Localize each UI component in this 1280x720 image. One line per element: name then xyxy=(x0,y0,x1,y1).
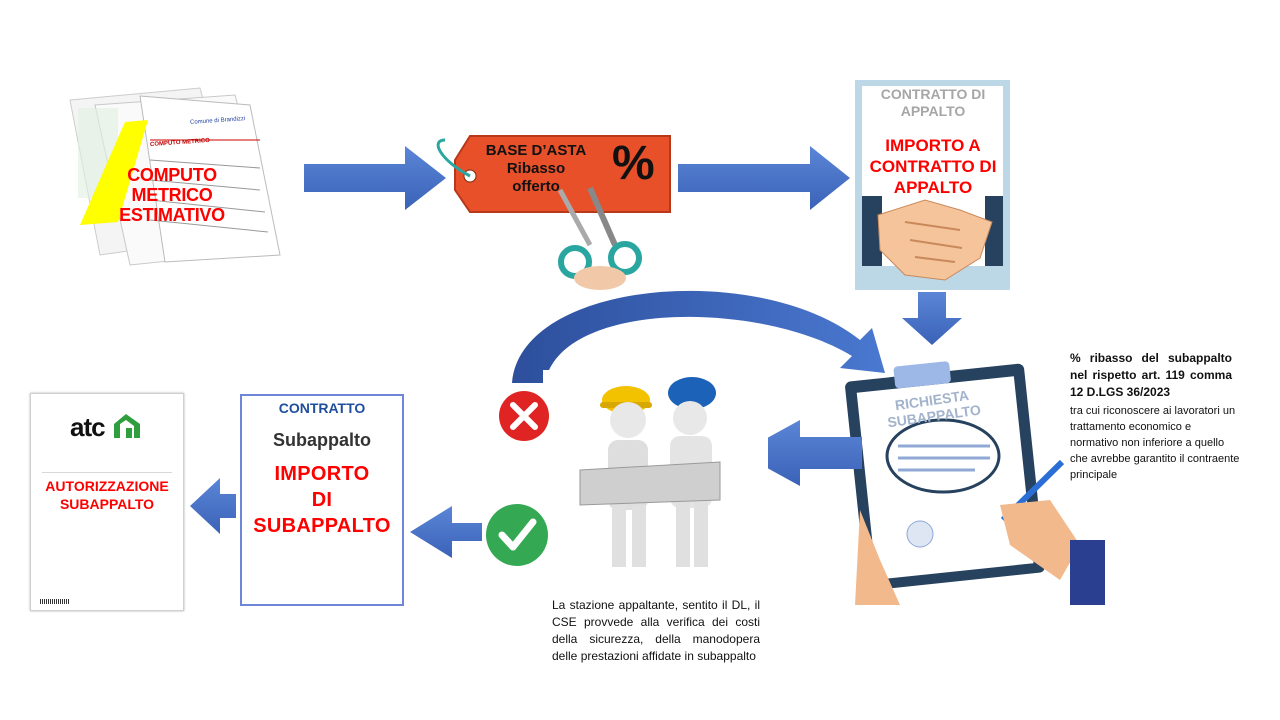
arrow-right-2 xyxy=(678,146,850,210)
percent-sign: % xyxy=(612,137,655,190)
contract-top2: APPALTO xyxy=(900,103,966,119)
handshake-icon xyxy=(877,199,993,281)
contract-card-title: CONTRATTO DI APPALTO xyxy=(860,86,1006,120)
price-tag-icon xyxy=(436,135,671,213)
arrow-right-1 xyxy=(304,146,446,210)
doc-rule xyxy=(42,472,172,473)
document-stack-icon xyxy=(69,87,281,266)
subcontract-h2: Subappalto xyxy=(273,430,371,450)
subcontract-red1: IMPORTO xyxy=(274,463,370,485)
tag-line3: offerto xyxy=(512,178,560,195)
contract-red3: APPALTO xyxy=(893,178,973,197)
clipboard-icon xyxy=(845,361,1045,591)
authorization-document xyxy=(30,393,184,611)
auth-line2: SUBAPPALTO xyxy=(59,496,155,512)
tag-label: BASE D’ASTA Ribasso offerto xyxy=(473,142,599,196)
arrow-left-1 xyxy=(740,420,862,486)
pen-hand-icon xyxy=(855,459,1105,605)
arrow-left-2 xyxy=(410,506,482,558)
subcontract-amount: IMPORTO DI SUBAPPALTO xyxy=(242,461,402,539)
computo-label: COMPUTO METRICO ESTIMATIVO xyxy=(112,165,232,225)
subcontract-red2: DI xyxy=(311,489,333,511)
computo-line3: ESTIMATIVO xyxy=(119,205,225,225)
caption: La stazione appaltante, sentito il DL, i… xyxy=(552,598,760,663)
tag-line2: Ribasso xyxy=(506,160,566,177)
contract-red1: IMPORTO A xyxy=(885,136,981,155)
barcode xyxy=(40,599,70,604)
approve-icon xyxy=(486,504,548,566)
contract-top1: CONTRATTO DI xyxy=(880,86,986,102)
subcontract-h1: CONTRATTO xyxy=(278,400,366,416)
tag-line1: BASE D’ASTA xyxy=(485,142,587,159)
contract-card-amount: IMPORTO A CONTRATTO DI APPALTO xyxy=(860,135,1006,198)
subcontract-box xyxy=(240,394,404,606)
authorization-label: AUTORIZZAZIONE SUBAPPALTO xyxy=(32,477,182,513)
workers-icon xyxy=(543,370,768,585)
note-plain: tra cui riconoscere ai lavoratori un tra… xyxy=(1070,405,1240,481)
curved-arrow-icon xyxy=(512,290,885,383)
house-logo-icon xyxy=(114,414,140,438)
arrow-down xyxy=(902,292,962,345)
note-bold: % ribasso del subappalto nel rispetto ar… xyxy=(1070,351,1232,399)
auth-line1: AUTORIZZAZIONE xyxy=(45,478,169,494)
atc-logo: atc xyxy=(70,412,106,442)
subcontract-red3: SUBAPPALTO xyxy=(253,515,391,537)
computo-line2: METRICO xyxy=(131,185,213,205)
reject-icon xyxy=(499,391,549,441)
computo-line1: COMPUTO xyxy=(127,165,217,185)
arrow-left-3 xyxy=(190,478,236,534)
scissors-icon xyxy=(557,186,642,290)
contract-red2: CONTRATTO DI xyxy=(869,157,997,176)
